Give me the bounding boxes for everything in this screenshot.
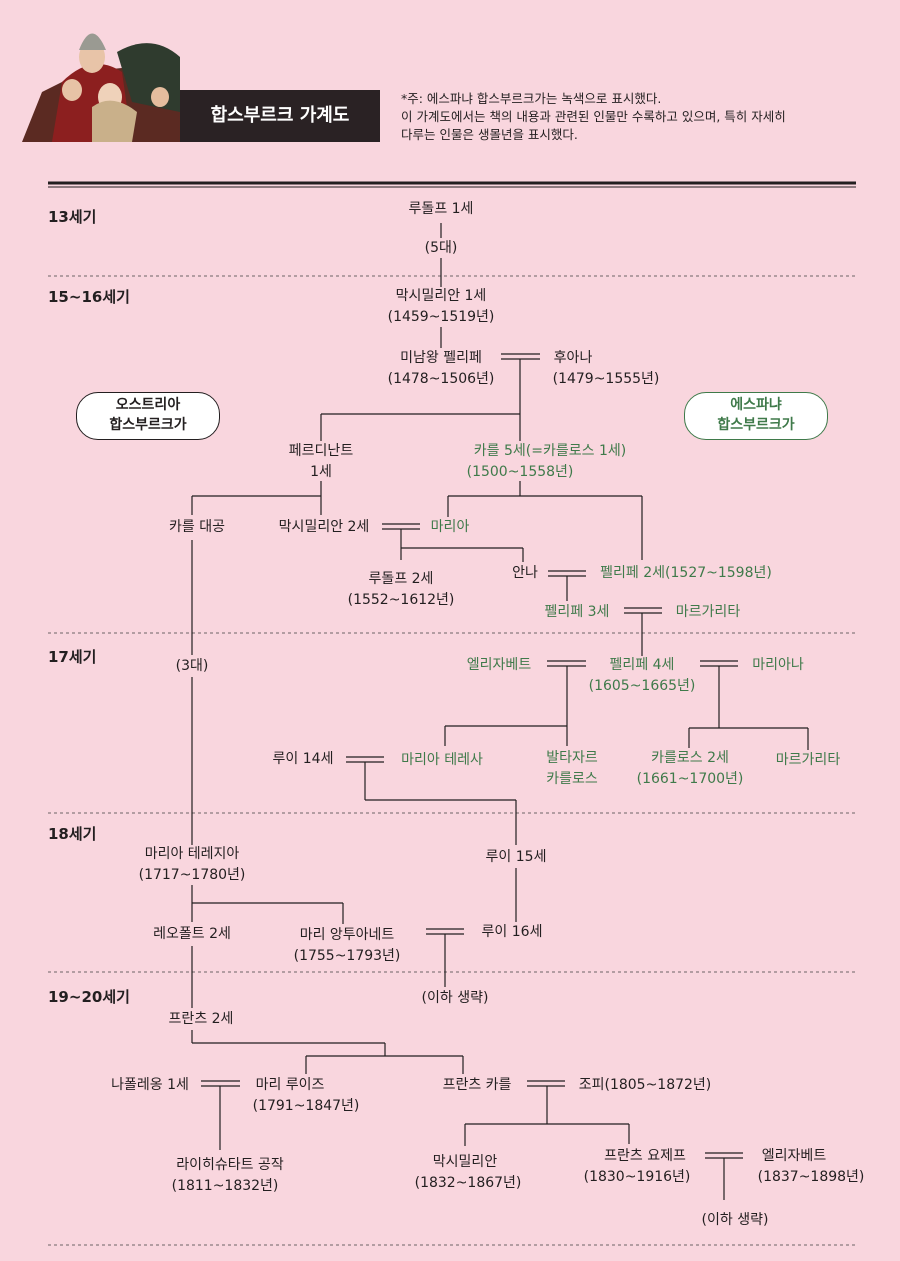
person-franz-karl: 프란츠 카를 — [442, 1077, 512, 1093]
person-years: (1832~1867년) — [414, 1175, 522, 1191]
person-maximilian-1: 막시밀리안 1세 — [395, 288, 487, 304]
omitted-descendants: (이하 생략) — [421, 990, 489, 1006]
person-karl-archduke: 카를 대공 — [169, 519, 225, 535]
era-label: 13세기 — [48, 208, 97, 226]
person-years: (1459~1519년) — [387, 309, 495, 325]
person-years: (1717~1780년) — [138, 867, 246, 883]
person-years: (1791~1847년) — [252, 1098, 360, 1114]
spain-branch-badge: 에스파냐 합스부르크가 — [684, 392, 828, 440]
badge-line: 합스부르크가 — [109, 417, 187, 433]
portrait-illustration — [22, 12, 180, 142]
person-marie-louise: 마리 루이즈 — [255, 1077, 325, 1093]
person-carlos-2: 카를로스 2세 — [651, 750, 729, 766]
person-years: (1479~1555년) — [552, 371, 660, 387]
person-philipp: 미남왕 펠리페 — [400, 350, 482, 366]
person-felipe-3: 펠리페 3세 — [544, 604, 610, 620]
person-maria-theresia: 마리아 테레지아 — [144, 846, 240, 862]
person-juana: 후아나 — [553, 350, 593, 366]
badge-line: 합스부르크가 — [717, 417, 795, 433]
person-years: (1661~1700년) — [636, 771, 744, 787]
note-line: 이 가계도에서는 책의 내용과 관련된 인물만 수록하고 있으며, 특히 자세히 — [401, 109, 786, 124]
austria-branch-badge: 오스트리아 합스부르크가 — [76, 392, 220, 440]
person-baltasar-carlos: 발타자르 — [546, 750, 598, 766]
badge-line: 오스트리아 — [115, 397, 181, 413]
person-margarita-2: 마르가리타 — [775, 752, 841, 768]
era-label: 17세기 — [48, 648, 97, 666]
person-louis-15: 루이 15세 — [485, 849, 547, 865]
person-years: (1552~1612년) — [347, 592, 455, 608]
person-karl-5: 카를 5세(=카를로스 1세) — [473, 443, 627, 459]
note-line: 다루는 인물은 생몰년을 표시했다. — [401, 127, 578, 142]
person-felipe-2: 펠리페 2세(1527~1598년) — [600, 565, 772, 581]
person-years: (1755~1793년) — [293, 948, 401, 964]
person-maria-teresa: 마리아 테레사 — [401, 752, 483, 768]
person-maria: 마리아 — [430, 519, 470, 535]
badge-line: 에스파냐 — [730, 397, 782, 413]
person-louis-16: 루이 16세 — [481, 924, 543, 940]
person-leopold-2: 레오폴트 2세 — [153, 926, 231, 942]
person-reichstadt: 라이히슈타트 공작 — [176, 1157, 284, 1173]
person-franz-2: 프란츠 2세 — [168, 1011, 234, 1027]
person-years: (1605~1665년) — [588, 678, 696, 694]
person-anna: 안나 — [512, 565, 538, 581]
person-years: (1830~1916년) — [583, 1169, 691, 1185]
era-label: 18세기 — [48, 825, 97, 843]
person-years: (1500~1558년) — [466, 464, 574, 480]
person-louis-14: 루이 14세 — [272, 751, 334, 767]
person-marie-antoinette: 마리 앙투아네트 — [299, 927, 395, 943]
generation-gap: (5대) — [424, 240, 458, 256]
person-ferdinand-1-ordinal: 1세 — [310, 464, 332, 480]
person-maximilian-mexico: 막시밀리안 — [432, 1154, 498, 1170]
person-napoleon-1: 나폴레옹 1세 — [111, 1077, 189, 1093]
person-rudolf-2: 루돌프 2세 — [368, 571, 434, 587]
era-label: 19~20세기 — [48, 988, 130, 1006]
omitted-descendants: (이하 생략) — [701, 1212, 769, 1228]
person-years: (1811~1832년) — [171, 1178, 279, 1194]
person-ferdinand-1: 페르디난트 — [288, 443, 354, 459]
person-maximilian-2: 막시밀리안 2세 — [278, 519, 370, 535]
person-elisabeth-2: 엘리자베트 — [761, 1148, 827, 1164]
person-years: (1837~1898년) — [757, 1169, 865, 1185]
person-baltasar-carlos-2: 카를로스 — [546, 771, 598, 787]
person-margarita: 마르가리타 — [675, 604, 741, 620]
era-label: 15~16세기 — [48, 288, 130, 306]
person-elisabeth: 엘리자베트 — [466, 657, 532, 673]
person-franz-joseph: 프란츠 요제프 — [604, 1148, 686, 1164]
note-line: *주: 에스파냐 합스부르크가는 녹색으로 표시했다. — [401, 91, 662, 106]
person-sophie: 조피(1805~1872년) — [578, 1077, 712, 1093]
page-title: 합스부르크 가계도 — [180, 90, 380, 142]
generation-gap: (3대) — [175, 658, 209, 674]
person-felipe-4: 펠리페 4세 — [609, 657, 675, 673]
legend-note: *주: 에스파냐 합스부르크가는 녹색으로 표시했다. 이 가계도에서는 책의 … — [401, 90, 786, 144]
person-mariana: 마리아나 — [752, 657, 804, 673]
person-rudolf-1: 루돌프 1세 — [408, 201, 474, 217]
person-years: (1478~1506년) — [387, 371, 495, 387]
